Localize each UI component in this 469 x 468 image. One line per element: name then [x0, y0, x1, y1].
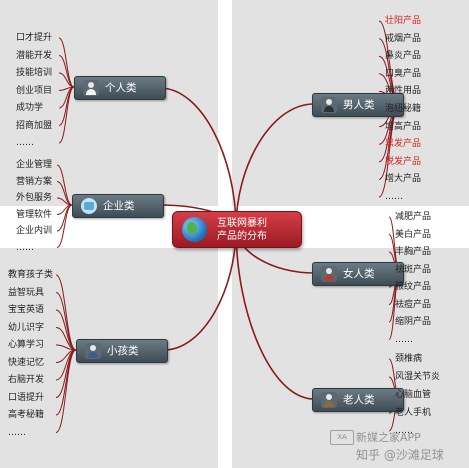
watermark-logo: XA — [330, 430, 354, 445]
men-item: 泡妞秘籍 — [385, 104, 422, 114]
children-item: 高考秘籍 — [8, 410, 45, 420]
node-women[interactable]: 女人类 — [312, 262, 404, 286]
children-item: 益智玩具 — [8, 287, 45, 298]
enterprise-item: 管理软件 — [16, 209, 53, 220]
panel-top-left — [0, 0, 218, 206]
enterprise-item: 外包服务 — [16, 193, 53, 203]
women-item: 腋纹产品 — [395, 282, 432, 292]
personal-item-connector — [58, 55, 75, 88]
personal-item: 技能培训 — [16, 68, 53, 78]
node-enterprise-label: 企业类 — [103, 200, 135, 212]
elderly-item: …… — [395, 426, 413, 436]
node-elderly-label: 老人类 — [343, 394, 375, 406]
men-item: 脱发产品 — [385, 156, 422, 167]
node-men[interactable]: 男人类 — [312, 93, 404, 117]
center-node[interactable]: 互联网暴利 产品的分布 — [172, 211, 302, 248]
personal-item: 口才提升 — [16, 33, 53, 43]
children-item-connector — [55, 349, 77, 416]
children-item-connector — [55, 309, 77, 351]
node-enterprise[interactable]: 企业类 — [72, 194, 164, 218]
elderly-branch-connector — [235, 227, 315, 400]
men-item: 黑发产品 — [385, 139, 422, 150]
women-item: …… — [395, 334, 413, 345]
personal-branch-connector — [159, 87, 237, 229]
personal-item: 成功学 — [16, 103, 44, 113]
elderly-item: 心脑血管 — [395, 390, 432, 400]
children-item: 教育孩子类 — [8, 270, 54, 280]
women-item: 丰胸产品 — [395, 247, 432, 257]
children-item: 心算学习 — [8, 340, 45, 350]
enterprise-item: 营销方案 — [16, 176, 53, 187]
woman-icon — [321, 266, 337, 282]
personal-item-connector — [58, 86, 75, 126]
elderly-item: 颈椎病 — [395, 354, 423, 364]
women-item: 美白产品 — [395, 229, 432, 240]
men-item: 两性用品 — [385, 86, 422, 97]
children-branch-connector — [163, 227, 237, 351]
node-children[interactable]: 小孩类 — [76, 339, 168, 363]
enterprise-item: 企业管理 — [16, 160, 53, 170]
personal-item: 创业项目 — [16, 85, 53, 96]
node-women-label: 女人类 — [343, 268, 375, 280]
node-men-label: 男人类 — [343, 99, 375, 111]
elderly-icon — [321, 392, 337, 408]
men-item: 增大产品 — [385, 174, 422, 185]
women-item: 祛痘产品 — [395, 299, 432, 310]
man-icon — [321, 97, 337, 113]
enterprise-item: 企业内训 — [16, 226, 53, 236]
node-children-label: 小孩类 — [107, 345, 139, 357]
personal-item-connector — [58, 86, 75, 144]
men-item: 口臭产品 — [385, 68, 422, 79]
men-item: 增高产品 — [385, 121, 422, 132]
women-item: 祛斑产品 — [395, 264, 432, 275]
enterprise-item-connector — [56, 204, 73, 248]
elderly-item: 风湿关节炎 — [395, 372, 441, 382]
personal-item: 招商加盟 — [16, 120, 53, 131]
men-branch-connector — [235, 103, 315, 229]
enterprise-item-connector — [56, 164, 73, 206]
women-item: 减肥产品 — [395, 212, 432, 222]
personal-item: 潜能开发 — [16, 50, 53, 61]
children-item: …… — [8, 427, 26, 438]
children-item-connector — [55, 292, 77, 351]
center-title-line2: 产品的分布 — [217, 231, 267, 242]
children-item: 快速记忆 — [8, 357, 45, 368]
children-item: 幼儿识字 — [8, 322, 45, 333]
watermark-line1: 新媒之家APP — [356, 431, 421, 444]
person-icon — [83, 80, 99, 96]
children-item-connector — [55, 349, 77, 433]
globe-icon — [182, 217, 207, 242]
children-item-connector — [55, 327, 77, 351]
enterprise-item: …… — [16, 242, 34, 253]
personal-item: …… — [16, 138, 34, 148]
elderly-item: 老人手机 — [395, 408, 432, 418]
men-item: …… — [385, 192, 403, 202]
enterprise-icon — [81, 198, 97, 214]
node-personal-label: 个人类 — [105, 82, 137, 94]
men-item: 鼻炎产品 — [385, 51, 422, 62]
watermark-line2: 知乎 @沙滩足球 — [356, 448, 444, 462]
child-icon — [85, 343, 101, 359]
women-item: 缩阴产品 — [395, 317, 432, 327]
men-item: 戒烟产品 — [385, 33, 422, 44]
children-item: 右脑开发 — [8, 375, 45, 385]
node-personal[interactable]: 个人类 — [74, 76, 166, 100]
node-elderly[interactable]: 老人类 — [312, 388, 404, 412]
children-item: 宝宝英语 — [8, 305, 45, 315]
children-item: 口语提升 — [8, 392, 45, 403]
men-item: 壮阳产品 — [385, 16, 422, 26]
center-title-line1: 互联网暴利 — [217, 218, 267, 229]
